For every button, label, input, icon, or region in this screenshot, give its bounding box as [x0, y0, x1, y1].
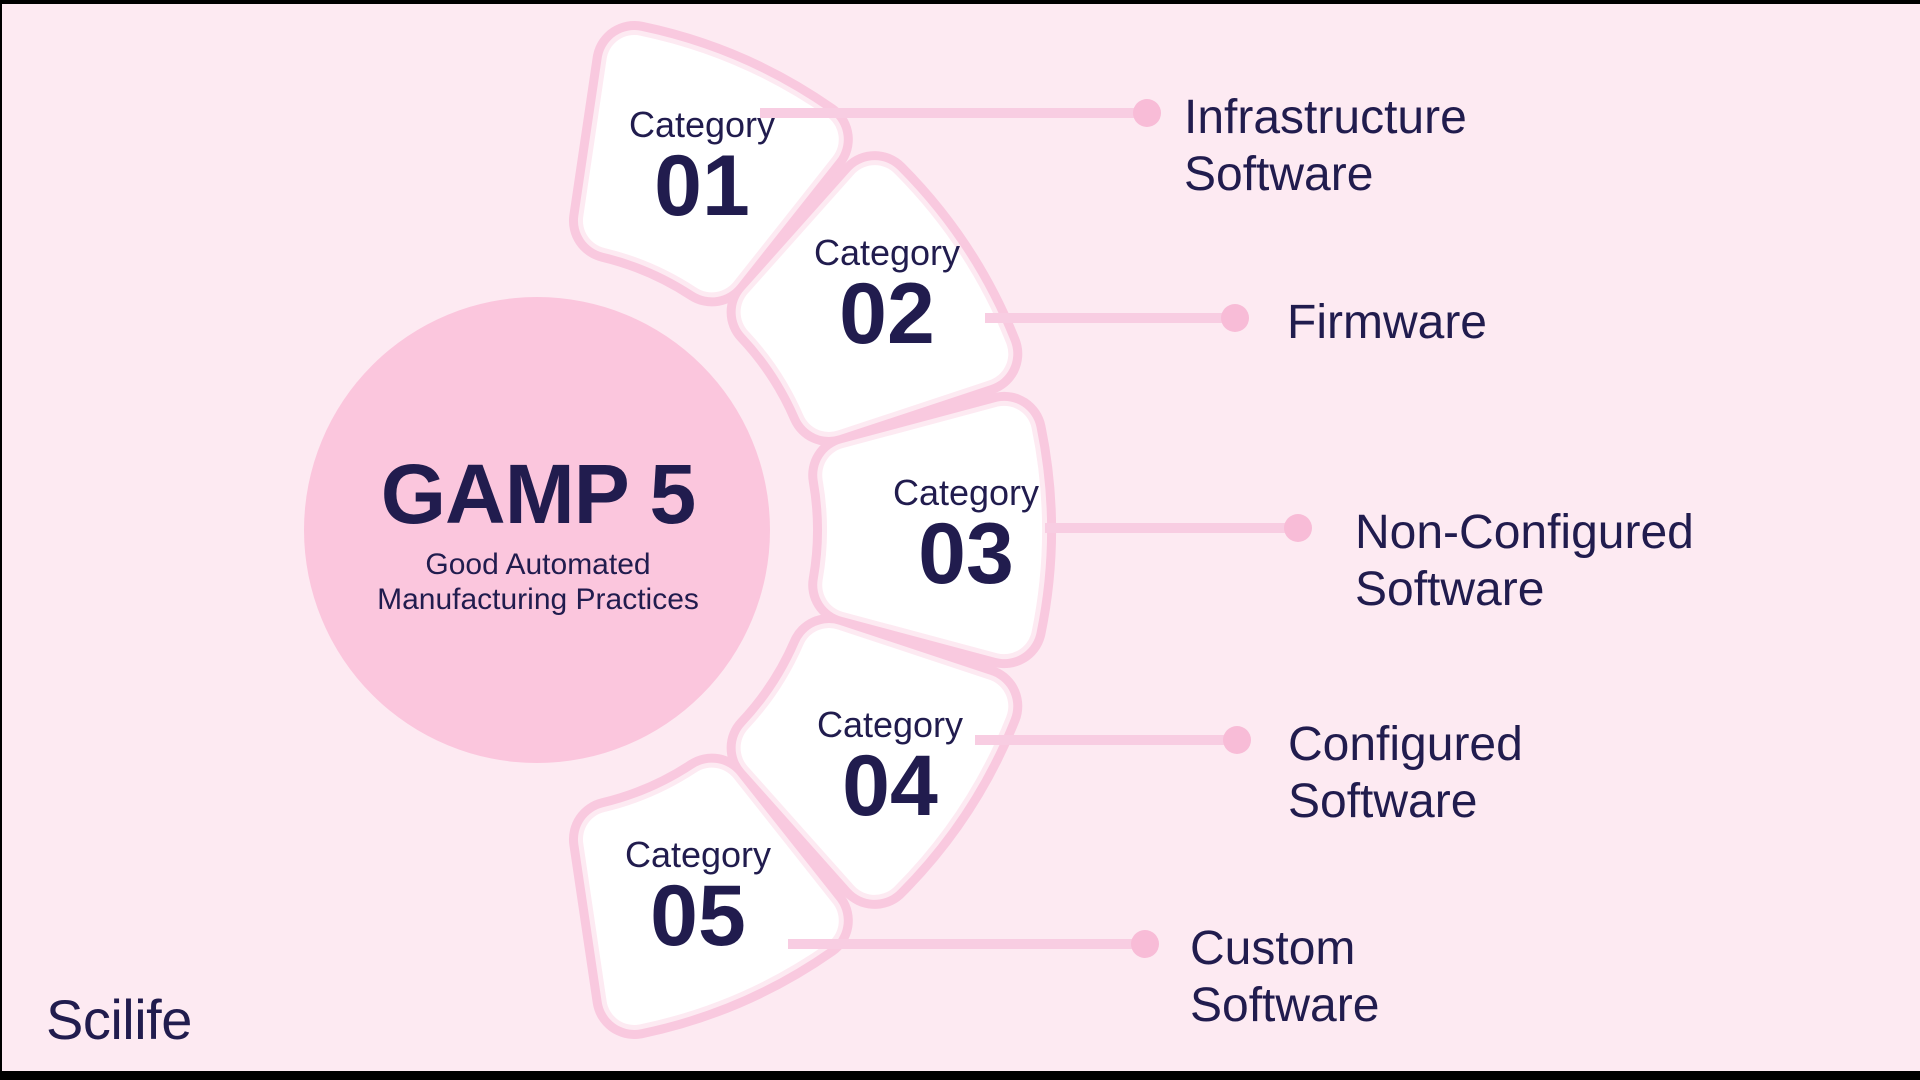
- letterbox-bar-left: [0, 0, 2, 1080]
- connector-dot-04: [1223, 726, 1251, 754]
- center-circle: [304, 297, 770, 763]
- connector-dot-01: [1133, 99, 1161, 127]
- connector-dot-03: [1284, 514, 1312, 542]
- connector-dot-05: [1131, 930, 1159, 958]
- petal-03-shape: [850, 434, 1014, 626]
- diagram-canvas: Category 01 Category 02 Category 03 Cate…: [2, 4, 1920, 1071]
- gamp5-diagram-graphic: [304, 4, 1312, 1071]
- letterbox-bar-top: [0, 0, 1920, 4]
- connector-dot-02: [1221, 304, 1249, 332]
- connector-dots: [1131, 99, 1312, 958]
- letterbox-bar-bottom: [0, 1071, 1920, 1080]
- connector-lines: [760, 108, 1298, 949]
